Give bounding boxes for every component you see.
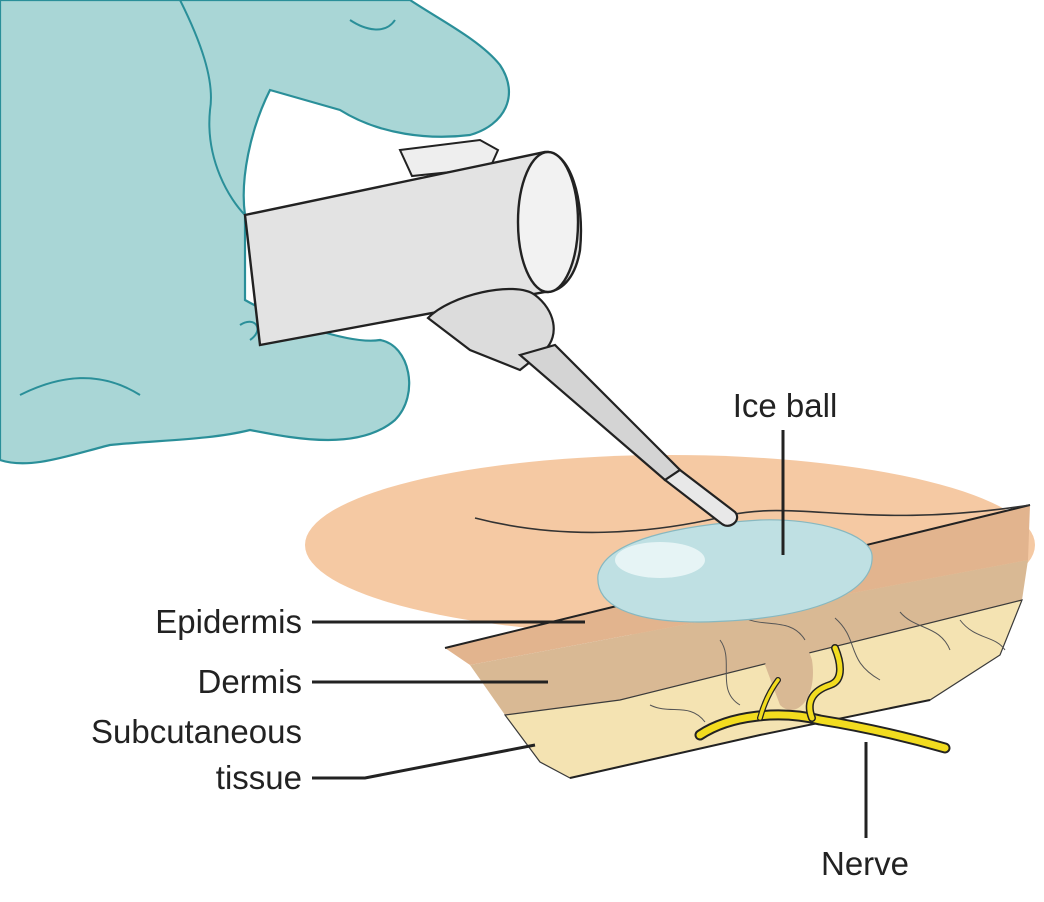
ice-ball-label: Ice ball <box>732 387 838 424</box>
skin-block <box>305 455 1035 779</box>
subcutaneous-label-line2: tissue <box>215 759 302 796</box>
subcutaneous-label-line1: Subcutaneous <box>90 713 302 750</box>
cryo-device <box>243 138 739 527</box>
cryo-probe-tip <box>663 468 739 527</box>
leader-lines <box>312 430 868 838</box>
epidermis-label: Epidermis <box>155 603 302 640</box>
subcutaneous-leader <box>312 743 536 780</box>
tissue-pocket <box>765 634 813 710</box>
dermis-layer <box>470 560 1028 715</box>
skin-bottom-edge <box>569 699 931 779</box>
ice-ball <box>597 519 873 623</box>
nerve <box>694 644 951 754</box>
dermis-label: Dermis <box>197 663 303 700</box>
nerve-label: Nerve <box>820 845 910 882</box>
